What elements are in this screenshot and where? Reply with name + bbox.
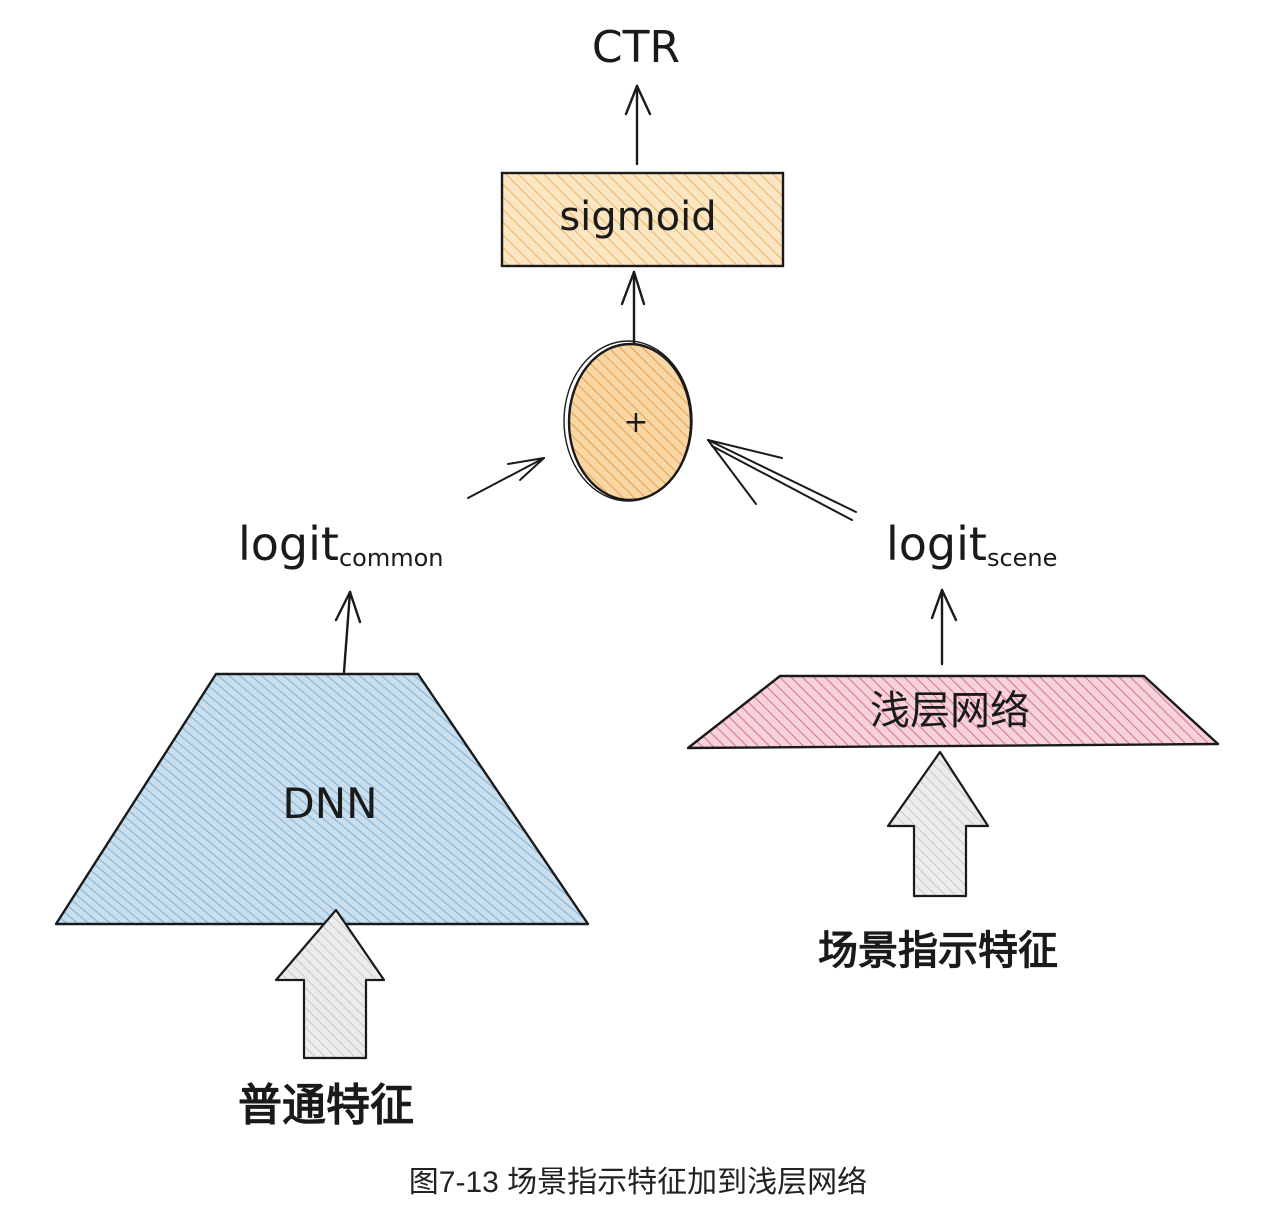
input-arrow-scene-features [886, 750, 990, 898]
dnn-label: DNN [282, 779, 377, 828]
arrow-logit-common-to-sum [467, 457, 545, 499]
sigmoid-label: sigmoid [559, 194, 716, 240]
shallow-network-block: 浅层网络 [686, 674, 1220, 750]
logit-scene-subscript: scene [987, 544, 1057, 572]
logit-common-subscript: common [339, 544, 444, 572]
shallow-network-label: 浅层网络 [870, 688, 1030, 734]
arrow-logit-scene-to-sum [707, 439, 857, 521]
arrow-dnn-to-logit-common [334, 590, 362, 674]
ctr-output-label: CTR [592, 22, 680, 73]
arrow-sigmoid-to-ctr [624, 84, 652, 166]
logit-common-base: logit [238, 517, 339, 571]
logit-scene-base: logit [886, 517, 987, 571]
logit-common-label: logitcommon [238, 517, 443, 572]
dnn-block: DNN [54, 672, 590, 926]
sigmoid-box: sigmoid [500, 171, 785, 268]
arrow-sum-to-sigmoid [620, 270, 646, 347]
logit-scene-label: logitscene [886, 517, 1057, 572]
common-features-label: 普通特征 [238, 1080, 414, 1131]
figure-caption: 图7-13 场景指示特征加到浅层网络 [409, 1166, 867, 1199]
sum-node: + [563, 340, 693, 502]
scene-features-label: 场景指示特征 [818, 928, 1058, 974]
input-arrow-common-features [274, 908, 386, 1060]
arrow-shallow-to-logit-scene [930, 588, 958, 666]
sum-symbol: + [623, 405, 648, 440]
